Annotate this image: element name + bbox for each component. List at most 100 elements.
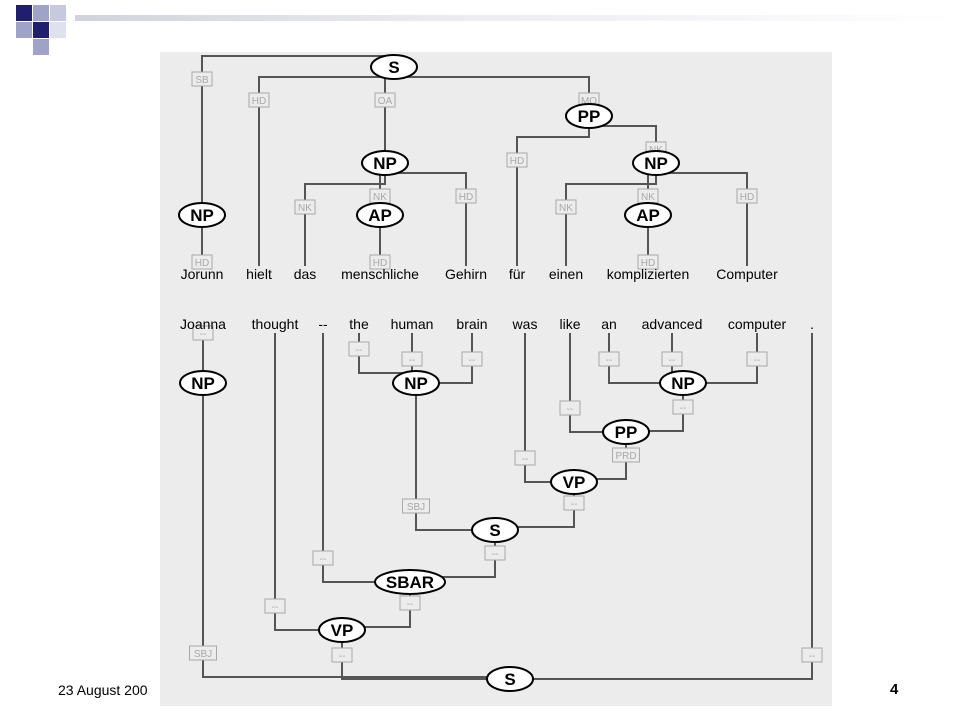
edge-label: -- <box>348 341 370 357</box>
edge-label: -- <box>192 325 214 341</box>
edge-label: -- <box>559 400 581 416</box>
edge-f5 <box>608 333 660 384</box>
word-w_human: human <box>391 316 434 332</box>
edge-label: OA <box>374 92 396 108</box>
node-label: AP <box>368 206 392 225</box>
node-S_root: S <box>486 666 534 692</box>
edge-label-text: SBJ <box>407 502 425 513</box>
node-label: NP <box>191 374 215 393</box>
syntax-tree-diagram: SBHDOAMOHDNKNKHDHDHDNKNKNKHDHD----------… <box>178 54 823 692</box>
edge-label-text: NK <box>298 203 312 214</box>
edge-label: -- <box>264 598 286 614</box>
edge-label: -- <box>746 351 768 367</box>
footer-date: 23 August 200 <box>58 682 148 698</box>
word-w_einen: einen <box>549 266 583 282</box>
edge-label: HD <box>736 188 758 204</box>
edge-label: PRD <box>612 447 640 463</box>
edge-label-text: -- <box>320 554 327 565</box>
edge-label: HD <box>455 188 477 204</box>
node-label: S <box>388 58 399 77</box>
edge-label-text: -- <box>356 345 363 356</box>
edge-label: SBJ <box>402 498 430 514</box>
edge-label: HD <box>506 152 528 168</box>
edge-e3 <box>384 76 394 153</box>
edge-label-text: HD <box>641 258 655 269</box>
edge-label-text: -- <box>409 355 416 366</box>
node-label: SBAR <box>386 573 434 592</box>
syntax-tree-panel: SBHDOAMOHDNKNKHDHDHDNKNKNKHDHD----------… <box>160 52 832 706</box>
slide-title-bar <box>75 15 960 21</box>
node-NP_einen: NP <box>632 150 680 176</box>
word-w_jorunn: Jorunn <box>181 266 224 282</box>
edge-label-text: HD <box>510 156 524 167</box>
word-w_advanced: advanced <box>642 316 703 332</box>
edge-labels: SBHDOAMOHDNKNKHDHDHDNKNKNKHDHD----------… <box>189 71 823 663</box>
word-w_joanna: Joanna <box>180 316 226 332</box>
word-w_dash: -- <box>318 316 328 332</box>
edge-label: -- <box>514 450 536 466</box>
edge-label-text: -- <box>522 454 529 465</box>
word-w_gehirn: Gehirn <box>445 266 487 282</box>
edge-f16 <box>274 333 319 631</box>
node-S_inner: S <box>471 517 519 543</box>
edge-e2 <box>258 76 394 266</box>
word-w_komplizierten: komplizierten <box>607 266 689 282</box>
edge-label: HD <box>369 254 391 270</box>
node-AP_mensch: AP <box>356 202 404 228</box>
word-w_fur: für <box>509 266 526 282</box>
word-w_period: . <box>810 316 814 332</box>
edge-f19 <box>341 641 487 680</box>
edge-f14 <box>322 333 375 583</box>
word-w_computer: Computer <box>716 266 778 282</box>
edge-label-text: -- <box>200 329 207 340</box>
word-w_an: an <box>601 316 617 332</box>
edge-label: -- <box>401 351 423 367</box>
edge-label-text: -- <box>469 355 476 366</box>
node-NP_das: NP <box>361 150 409 176</box>
edge-f20 <box>533 333 813 680</box>
edge-label: -- <box>399 595 421 611</box>
edge-label-text: HD <box>740 192 754 203</box>
edge-label: -- <box>484 545 506 561</box>
edge-label: HD <box>191 254 213 270</box>
edge-label-text: -- <box>606 355 613 366</box>
node-label: VP <box>563 473 586 492</box>
edge-label-text: -- <box>669 355 676 366</box>
edge-label-text: -- <box>339 651 346 662</box>
edge-label: HD <box>248 92 270 108</box>
edge-label-text: NK <box>373 192 387 203</box>
edge-label: NK <box>637 188 659 204</box>
edge-label-text: -- <box>567 404 574 415</box>
edge-label-text: NK <box>641 192 655 203</box>
node-VP_was: VP <box>550 469 598 495</box>
tree-edges <box>201 55 813 690</box>
edge-label: -- <box>598 351 620 367</box>
edge-label-text: -- <box>809 651 816 662</box>
node-label: S <box>504 670 515 689</box>
edge-e10 <box>516 126 590 266</box>
edge-label-text: MO <box>581 96 597 107</box>
edge-label: NK <box>369 188 391 204</box>
edge-label: -- <box>801 647 823 663</box>
edge-f7 <box>706 333 758 384</box>
word-w_thought: thought <box>252 316 299 332</box>
edge-label-text: PRD <box>615 451 636 462</box>
node-label: NP <box>644 154 668 173</box>
edge-f10 <box>524 333 551 483</box>
edge-label: -- <box>331 647 353 663</box>
edge-label: HD <box>637 254 659 270</box>
edge-e6 <box>304 173 386 266</box>
edge-label-text: -- <box>754 355 761 366</box>
edge-f8 <box>569 333 603 433</box>
node-label: NP <box>373 154 397 173</box>
edge-f18 <box>202 394 511 690</box>
word-w_brain: brain <box>456 316 487 332</box>
edge-label-text: HD <box>195 258 209 269</box>
edge-label-text: SBJ <box>194 649 212 660</box>
node-S_de: S <box>370 54 418 80</box>
edge-label-text: -- <box>571 499 578 510</box>
word-w_like: like <box>559 316 580 332</box>
edge-f12 <box>415 394 472 531</box>
